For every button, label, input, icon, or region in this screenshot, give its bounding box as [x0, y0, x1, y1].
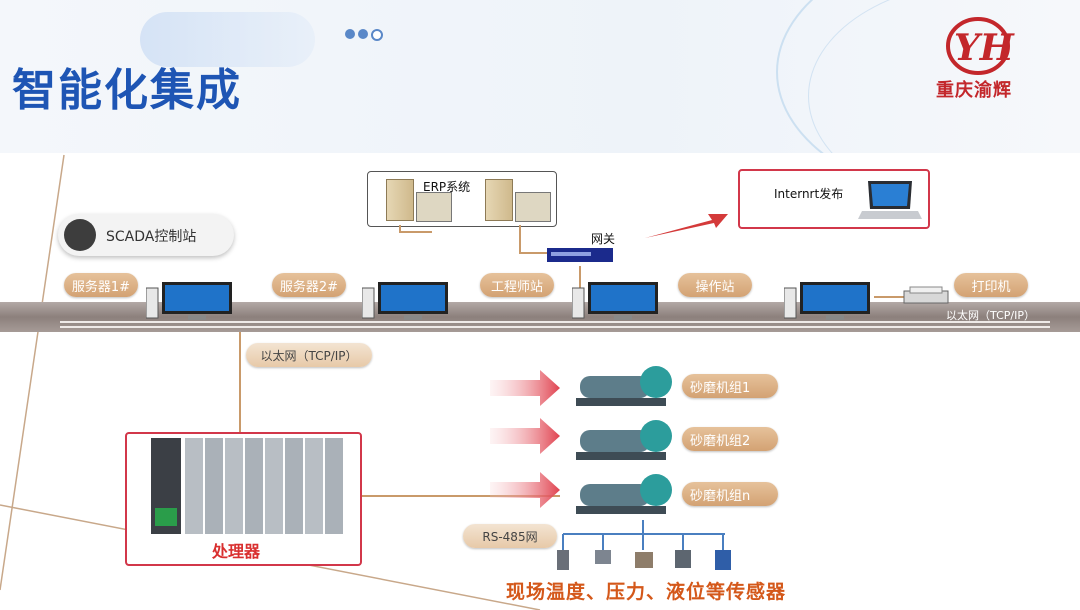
sand-mill-icon: [576, 474, 672, 514]
header-banner: [0, 0, 1080, 153]
rs485-bus: [557, 520, 731, 570]
node-server-1: 服务器1#: [64, 273, 138, 297]
node-printer: 打印机: [954, 273, 1028, 297]
sand-mill-icon: [576, 420, 672, 460]
node-operator-station: 操作站: [678, 273, 752, 297]
mill-group-1: 砂磨机组1: [682, 374, 778, 398]
dot: [358, 29, 368, 39]
mill-arrows: [490, 370, 560, 508]
page-title: 智能化集成: [12, 65, 242, 116]
logo-text: 重庆渝辉: [936, 80, 1012, 101]
mill-group-n: 砂磨机组n: [682, 482, 778, 506]
ethernet-label: 以太网（TCP/IP）: [946, 309, 1035, 322]
header-arc: [776, 0, 1080, 153]
ethernet-rail: [60, 321, 1050, 323]
erp-label: ERP系统: [423, 180, 471, 194]
sensor-label: 现场温度、压力、液位等传感器: [506, 581, 787, 603]
erp-monitor-icon: [515, 192, 551, 222]
workstation-icon: [784, 282, 870, 320]
printer-icon: [903, 286, 949, 304]
scada-icon: [64, 219, 96, 251]
gateway-device-icon: [547, 248, 613, 262]
processor-label: 处理器: [212, 542, 261, 561]
erp-server-icon: [485, 179, 513, 221]
ethernet-rail: [60, 326, 1050, 328]
internet-publish-box: Internrt发布: [738, 169, 930, 229]
plc-rack-icon: [151, 438, 343, 534]
workstation-icon: [146, 282, 232, 320]
scada-station-badge: SCADA控制站: [58, 214, 234, 256]
company-logo: YH: [946, 17, 1015, 75]
mill-group-2: 砂磨机组2: [682, 427, 778, 451]
internet-label: Internrt发布: [774, 187, 844, 201]
sand-mill-icon: [576, 366, 672, 406]
rs485-label: RS-485网: [463, 524, 557, 548]
dot: [345, 29, 355, 39]
slide-dots: [345, 29, 383, 41]
node-engineer-station: 工程师站: [480, 273, 554, 297]
erp-system-box: ERP系统: [367, 171, 557, 227]
plc-ethernet-label: 以太网（TCP/IP）: [246, 343, 372, 367]
dot: [371, 29, 383, 41]
erp-server-icon: [386, 179, 414, 221]
laptop-icon: [858, 181, 922, 219]
processor-box: [125, 432, 362, 566]
logo-mark: YH: [954, 27, 1015, 69]
scada-label: SCADA控制站: [106, 229, 197, 245]
workstation-icon: [362, 282, 448, 320]
header-swoosh: [140, 12, 315, 67]
gateway-label: 网关: [591, 232, 616, 246]
node-server-2: 服务器2#: [272, 273, 346, 297]
erp-monitor-icon: [416, 192, 452, 222]
workstation-icon: [572, 282, 658, 320]
